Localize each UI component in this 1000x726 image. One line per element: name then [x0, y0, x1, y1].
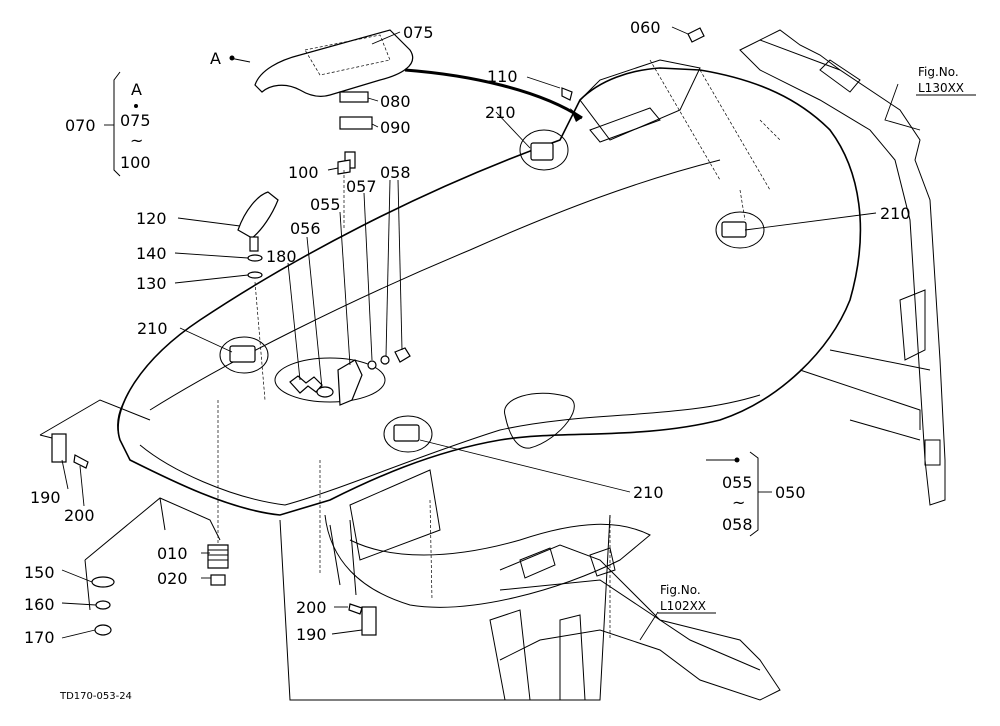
label-110: 110 [487, 67, 518, 86]
label-090: 090 [380, 118, 411, 137]
group-a-dot [134, 104, 138, 108]
label-058: 058 [380, 163, 411, 182]
label-150: 150 [24, 563, 55, 582]
label-190-left: 190 [30, 488, 61, 507]
label-group-055: 055 [722, 473, 753, 492]
label-tilde-b: ~ [732, 493, 745, 512]
label-130: 130 [136, 274, 167, 293]
label-075: 075 [403, 23, 434, 42]
label-070: 070 [65, 116, 96, 135]
top-plate-assembly [254, 29, 414, 169]
hood-body [117, 59, 862, 608]
label-view-a: A [210, 49, 221, 68]
label-210-bottom: 210 [633, 483, 664, 502]
hardware [51, 27, 705, 636]
label-tilde-a: ~ [130, 131, 143, 150]
label-010: 010 [157, 544, 188, 563]
label-160: 160 [24, 595, 55, 614]
fig-ref-l130-title: Fig.No. [918, 65, 959, 79]
lower-frame [489, 544, 781, 701]
figure-references: Fig.No. L130XX Fig.No. L102XX [658, 65, 976, 614]
group-brackets [104, 71, 772, 537]
label-050: 050 [775, 483, 806, 502]
part-labels: 075 A 080 090 100 110 060 210 210 210 21… [24, 18, 911, 647]
label-group-075: 075 [120, 111, 151, 130]
label-055: 055 [310, 195, 341, 214]
label-180: 180 [266, 247, 297, 266]
label-210-right: 210 [880, 204, 911, 223]
view-a-arrow [404, 68, 583, 122]
fig-ref-l102-title: Fig.No. [660, 583, 701, 597]
label-200-bottom: 200 [296, 598, 327, 617]
assembly-lines [217, 119, 781, 640]
label-210-top: 210 [485, 103, 516, 122]
label-020: 020 [157, 569, 188, 588]
label-120: 120 [136, 209, 167, 228]
lock-assembly [274, 347, 411, 406]
rear-frame [739, 29, 946, 506]
group-050-dot [734, 457, 740, 463]
label-group-100: 100 [120, 153, 151, 172]
label-200-left: 200 [64, 506, 95, 525]
label-group-058: 058 [722, 515, 753, 534]
label-060: 060 [630, 18, 661, 37]
label-170: 170 [24, 628, 55, 647]
label-080: 080 [380, 92, 411, 111]
label-057: 057 [346, 177, 377, 196]
drawing-code: TD170-053-24 [59, 691, 132, 702]
label-210-left: 210 [137, 319, 168, 338]
label-056: 056 [290, 219, 321, 238]
fig-ref-l130-code: L130XX [918, 81, 964, 95]
rubber-pads [219, 129, 765, 453]
label-140: 140 [136, 244, 167, 263]
label-100: 100 [288, 163, 319, 182]
fig-ref-l102-code: L102XX [660, 599, 706, 613]
latch-handle-assembly [237, 191, 279, 279]
view-a-dot [229, 55, 235, 61]
label-group-a: A [131, 80, 142, 99]
label-190-bottom: 190 [296, 625, 327, 644]
leader-lines [61, 26, 921, 641]
